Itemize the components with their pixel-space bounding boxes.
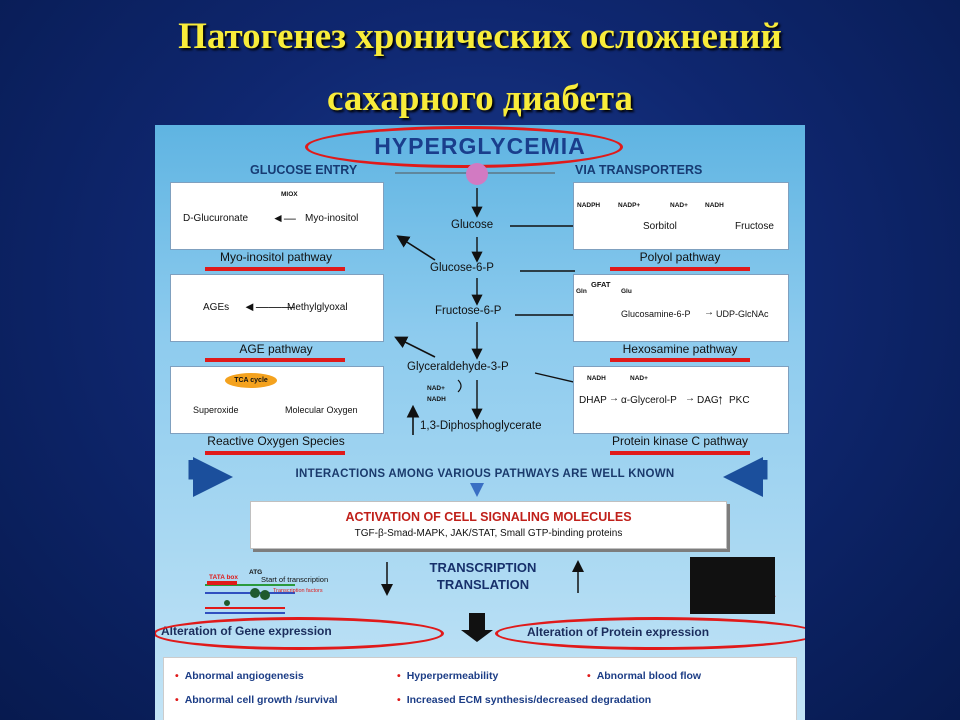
- age-arrow: ◄———: [243, 299, 295, 314]
- interaction-right-arrow: [723, 457, 768, 497]
- d-glucuronate-label: D-Glucuronate: [183, 213, 249, 224]
- start-transcription-label: Start of transcription: [261, 575, 329, 584]
- cell-signaling-box: ACTIVATION OF CELL SIGNALING MOLECULES T…: [250, 501, 727, 549]
- polyol-box: [573, 182, 789, 250]
- hexosamine-pathway-label: Hexosamine pathway: [622, 342, 738, 356]
- polyol-nadp: NADP+: [618, 202, 641, 209]
- outcome-item: •Abnormal blood flow: [587, 670, 702, 682]
- polyol-red-bar: [610, 267, 750, 271]
- nad-label: NAD+: [427, 385, 445, 392]
- age-red-bar: [205, 358, 345, 362]
- molecular-oxygen-label: Molecular Oxygen: [285, 405, 358, 415]
- age-box: [170, 274, 384, 342]
- outcome-item: •Hyperpermeability: [397, 670, 499, 682]
- outcomes-box: [163, 657, 797, 720]
- fructose-6-p-node: Fructose-6-P: [435, 305, 502, 317]
- polyol-nadh: NADH: [705, 202, 724, 209]
- alteration-gene-oval: [155, 617, 444, 650]
- gln-label: Gln: [576, 288, 587, 295]
- protein-structure-image: [690, 557, 775, 614]
- slide-title-line1: Патогенез хронических осложнений: [178, 16, 782, 57]
- transcription-translation: TRANSCRIPTION TRANSLATION: [393, 559, 573, 593]
- pkc-box: [573, 366, 789, 434]
- big-down-arrow: [461, 613, 493, 642]
- ros-label: Reactive Oxygen Species: [207, 434, 345, 448]
- diagram-arrows: [188, 172, 776, 642]
- glucose-node: Glucose: [451, 219, 494, 231]
- pkc-pathway-label: Protein kinase C pathway: [611, 434, 749, 448]
- glucosamine-label: Glucosamine-6-P: [621, 309, 691, 319]
- branch-arrow: [396, 235, 436, 261]
- sorbitol-label: Sorbitol: [643, 221, 677, 232]
- methylglyoxal-label: Methylglyoxal: [287, 302, 348, 313]
- pkc-label: PKC: [729, 395, 750, 406]
- hexo-arrow: →: [704, 307, 714, 318]
- glyceraldehyde-3-p-node: Glyceraldehyde-3-P: [407, 361, 509, 373]
- myo-arrow: ◄—: [272, 211, 296, 225]
- ros-box: [170, 366, 384, 434]
- ros-red-bar: [205, 451, 345, 455]
- slide-title: Патогенез хронических осложнений сахарно…: [0, 6, 960, 130]
- dag-label: DAG: [697, 395, 719, 406]
- tca-cycle-badge: TCA cycle: [225, 373, 277, 388]
- interactions-banner: INTERACTIONS AMONG VARIOUS PATHWAYS ARE …: [295, 468, 675, 480]
- hyperglycemia-oval: [305, 126, 623, 168]
- myo-red-bar: [205, 267, 345, 271]
- myo-inositol-box: [170, 182, 384, 250]
- age-pathway-label: AGE pathway: [239, 342, 313, 356]
- transcription-factors-label: Transcription factors: [273, 588, 323, 594]
- pathogenesis-diagram: HYPERGLYCEMIA GLUCOSE ENTRY VIA TRANSPOR…: [155, 125, 805, 720]
- polyol-nad: NAD+: [670, 202, 688, 209]
- outcome-item: •Abnormal angiogenesis: [175, 670, 304, 682]
- outcome-item: •Abnormal cell growth /survival: [175, 694, 338, 706]
- atg-label: ATG: [249, 569, 263, 576]
- pkc-red-bar: [610, 451, 750, 455]
- pkc-nad: NAD+: [630, 375, 648, 382]
- nadh-label: NADH: [427, 396, 446, 403]
- hexosamine-red-bar: [610, 358, 750, 362]
- slide-title-line2: сахарного диабета: [326, 78, 633, 119]
- ages-label: AGEs: [203, 302, 230, 313]
- myo-inositol-pathway-label: Myo-inositol pathway: [219, 250, 333, 264]
- via-transporters-header: VIA TRANSPORTERS: [575, 163, 703, 177]
- translation-label: TRANSLATION: [436, 577, 530, 592]
- cell-signaling-subtitle: TGF-β-Smad-MAPK, JAK/STAT, Small GTP-bin…: [354, 528, 623, 539]
- gfat-label: GFAT: [591, 280, 611, 289]
- polyol-pathway-label: Polyol pathway: [639, 250, 721, 264]
- hexosamine-box: [573, 274, 789, 342]
- down-marker: [470, 483, 484, 497]
- diphosphoglycerate-node: 1,3-Diphosphoglycerate: [420, 420, 542, 432]
- superoxide-label: Superoxide: [193, 405, 239, 415]
- dhap-label: DHAP: [579, 395, 607, 406]
- branch-arrow: [394, 336, 436, 358]
- pkc-up-arrow: ↑: [717, 391, 724, 407]
- cell-signaling-title: ACTIVATION OF CELL SIGNALING MOLECULES: [345, 510, 632, 524]
- udp-glcnac-label: UDP-GlcNAc: [716, 309, 769, 319]
- outcome-item: •Increased ECM synthesis/decreased degra…: [397, 694, 652, 706]
- glu-label: Glu: [621, 288, 632, 295]
- transcription-label: TRANSCRIPTION: [429, 560, 537, 575]
- pkc-arrow2: →: [685, 393, 695, 404]
- interaction-left-arrow: [188, 457, 233, 497]
- glucose-6-p-node: Glucose-6-P: [430, 262, 494, 274]
- fructose-label: Fructose: [735, 221, 774, 232]
- alteration-protein-oval: [495, 617, 805, 650]
- polyol-nadph: NADPH: [577, 202, 601, 209]
- pkc-arrow1: →: [609, 393, 619, 404]
- miox-label: MIOX: [281, 191, 298, 198]
- alpha-glycerol-label: α-Glycerol-P: [621, 395, 677, 406]
- pkc-nadh: NADH: [587, 375, 606, 382]
- glucose-entry-header: GLUCOSE ENTRY: [250, 163, 358, 177]
- glucose-entry-dot: [466, 163, 488, 185]
- myo-inositol-label: Myo-inositol: [305, 213, 359, 224]
- tata-box-label: TATA box: [209, 574, 239, 581]
